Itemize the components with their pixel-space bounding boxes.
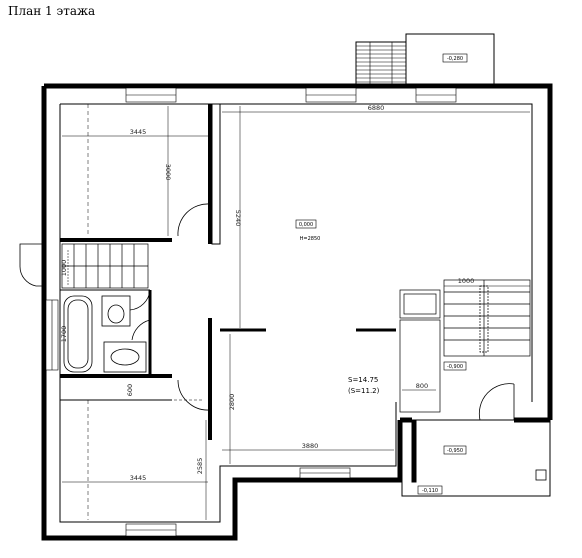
dim-stair-depth: 1000 [60, 260, 68, 277]
windows [45, 87, 457, 537]
area-main: S=14.75 [348, 376, 378, 384]
plan-title: План 1 этажа [8, 4, 96, 18]
level-porch-top: -0,280 [447, 56, 463, 62]
dim-top-left-width: 3445 [130, 128, 147, 136]
level-hall-height: Н=2850 [300, 236, 321, 242]
dim-hall-depth: 5240 [234, 210, 242, 227]
level-lower-entry: -0,950 [447, 448, 463, 454]
dim-hall-width: 6880 [368, 104, 385, 112]
right-stair [399, 279, 531, 413]
dim-closet-width: 800 [416, 382, 428, 390]
terrace [401, 419, 551, 497]
top-porch: -0,280 [355, 33, 495, 87]
dim-hall-lower-width: 3880 [302, 442, 319, 450]
dim-bottom-left-depth: 2585 [196, 458, 204, 475]
dim-right-stair-width: 1000 [458, 277, 475, 285]
exterior-walls [41, 83, 553, 541]
dimension-lines [62, 104, 530, 520]
level-terrace: -0,110 [422, 488, 438, 494]
interior-walls [60, 104, 396, 440]
dim-top-left-depth: 3000 [164, 164, 172, 181]
area-secondary: (S=11.2) [348, 387, 380, 395]
doors [19, 203, 515, 421]
bathroom-fixtures [63, 295, 147, 373]
dim-hall-lower-depth: 2800 [228, 394, 236, 411]
left-stair [61, 243, 149, 289]
dim-bottom-left-width: 3445 [130, 474, 147, 482]
exterior-walls-inner [59, 103, 533, 523]
level-hall-main: 0,000 [299, 222, 313, 228]
level-right-landing: -0,900 [447, 364, 463, 370]
dim-bottom-offset: 600 [126, 384, 134, 396]
dim-bath-width: 1700 [60, 326, 68, 343]
